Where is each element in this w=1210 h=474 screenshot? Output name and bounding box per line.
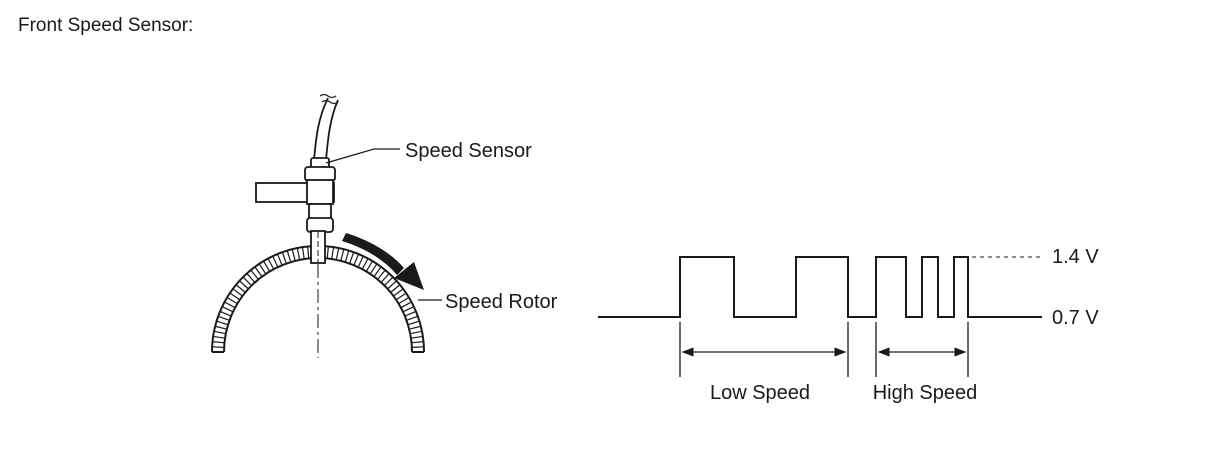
rotor-tooth xyxy=(213,330,226,335)
rotor-tooth xyxy=(224,301,236,309)
rotor-tooth xyxy=(331,247,335,260)
rotor-tooth xyxy=(217,315,230,321)
low-speed-label: Low Speed xyxy=(710,382,810,404)
interval-markers xyxy=(679,322,969,377)
rotor-tooth xyxy=(395,292,407,301)
rotor-tooth xyxy=(276,253,283,266)
speed-sensor xyxy=(255,93,339,264)
rotor-tooth xyxy=(335,247,340,260)
rotor-tooth xyxy=(213,335,226,339)
rotor-tooth xyxy=(340,249,345,261)
rotor-tooth xyxy=(291,249,296,261)
rotor-tooth xyxy=(409,325,421,330)
rotation-arrow-icon xyxy=(342,233,424,290)
rotor-tooth xyxy=(411,346,424,348)
rotor-teeth xyxy=(212,246,424,348)
signal-waveform xyxy=(598,256,1042,318)
speed-sensor-label: Speed Sensor xyxy=(405,140,532,162)
rotor-tooth xyxy=(398,296,410,305)
rotor-tooth xyxy=(407,320,420,326)
rotor-tooth xyxy=(404,310,417,317)
speed-rotor-label: Speed Rotor xyxy=(445,291,558,313)
rotor-tooth xyxy=(402,306,415,313)
rotor-tooth xyxy=(387,280,397,290)
leader-lines xyxy=(325,148,442,301)
rotor-tooth xyxy=(246,273,256,283)
rotor-tooth xyxy=(353,253,360,266)
rotor-tooth xyxy=(221,306,234,313)
rotor-tooth xyxy=(250,269,259,280)
rotor-tooth xyxy=(212,341,225,344)
rotor-tooth xyxy=(235,284,246,293)
rotor-tooth xyxy=(229,292,241,301)
rotor-tooth xyxy=(219,310,232,317)
rotor-tooth xyxy=(267,258,275,270)
rotor-tooth xyxy=(242,276,252,286)
rotor-tooth xyxy=(281,251,287,264)
rotor-tooth xyxy=(410,335,423,339)
high-voltage-label: 1.4 V xyxy=(1052,246,1099,268)
rotor-tooth xyxy=(377,269,386,280)
rotor-tooth xyxy=(373,266,382,277)
rotor-tooth xyxy=(286,250,292,263)
rotor-tooth xyxy=(361,258,369,270)
speed-sensor-leader xyxy=(325,148,400,164)
high-speed-label: High Speed xyxy=(873,382,978,404)
rotor-tooth xyxy=(380,273,390,283)
low-voltage-label: 0.7 V xyxy=(1052,307,1099,329)
rotor-tooth xyxy=(357,255,364,268)
rotor-tooth xyxy=(326,246,329,259)
rotor-tooth xyxy=(384,276,394,286)
rotor-tooth xyxy=(349,251,355,264)
rotor-tooth xyxy=(226,296,238,305)
rotor-tooth xyxy=(239,280,249,290)
rotor-tooth xyxy=(411,341,424,344)
rotor-tooth xyxy=(254,266,263,277)
rotor-tooth xyxy=(390,284,401,293)
rotor-tooth xyxy=(410,330,423,335)
rotor-tooth xyxy=(307,246,310,259)
rotor-tooth xyxy=(216,320,229,326)
rotor-tooth xyxy=(258,263,267,275)
rotor-tooth xyxy=(212,346,225,348)
rotor-tooth xyxy=(215,325,227,330)
rotor-tooth xyxy=(400,301,412,309)
rotor-tooth xyxy=(272,255,279,268)
rotor-tooth xyxy=(344,250,350,263)
rotor-tooth xyxy=(406,315,419,321)
rotor-tooth xyxy=(365,260,374,272)
rotor-tooth xyxy=(369,263,378,275)
rotor-tooth xyxy=(262,260,271,272)
rotor-tooth xyxy=(296,247,301,260)
rotor-tooth xyxy=(301,247,305,260)
rotor-tooth xyxy=(393,288,404,297)
page-title: Front Speed Sensor: xyxy=(18,15,194,36)
rotor-tooth xyxy=(232,288,243,297)
